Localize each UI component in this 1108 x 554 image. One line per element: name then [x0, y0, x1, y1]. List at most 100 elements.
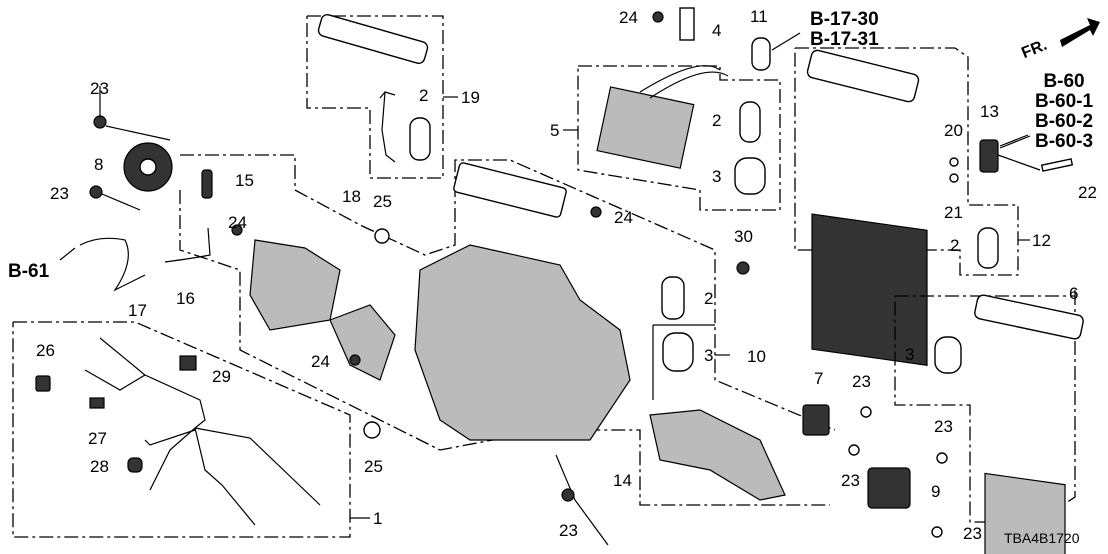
callout-23[interactable]: 23 [90, 79, 109, 98]
callout-24[interactable]: 24 [311, 352, 330, 371]
seal-2-box5 [739, 101, 761, 143]
seal-3-main [662, 332, 694, 372]
ref-b61[interactable]: B-61 [8, 261, 50, 282]
callout-3[interactable]: 3 [712, 167, 722, 186]
callout-7[interactable]: 7 [814, 369, 824, 388]
callout-2[interactable]: 2 [419, 86, 429, 105]
connector-28 [127, 457, 143, 473]
nut-30 [736, 261, 750, 275]
callout-9[interactable]: 9 [931, 482, 941, 501]
screw-23-upper [93, 115, 107, 129]
callout-19[interactable]: 19 [461, 88, 480, 107]
ref-b60-3[interactable]: B-60-3 [1035, 131, 1094, 152]
callout-22[interactable]: 22 [1078, 183, 1097, 202]
callout-25[interactable]: 25 [373, 192, 392, 211]
heater-pipes [639, 65, 729, 99]
bracket-4 [679, 7, 695, 41]
evaporator-core [811, 213, 928, 366]
callout-5[interactable]: 5 [550, 121, 560, 140]
callout-23[interactable]: 23 [841, 471, 860, 490]
seal-gasket-6 [974, 294, 1084, 340]
callout-23[interactable]: 23 [963, 524, 982, 543]
bolt-22 [1040, 158, 1074, 172]
screw-24-mid [231, 224, 243, 236]
group-19-outline [306, 15, 444, 179]
callout-21[interactable]: 21 [944, 203, 963, 222]
callout-30[interactable]: 30 [734, 227, 753, 246]
callout-29[interactable]: 29 [212, 367, 231, 386]
ref-b17-30[interactable]: B-17-30 [810, 9, 879, 30]
screw-24-top [652, 11, 664, 23]
oring-21 [949, 173, 959, 183]
drain-hose-16 [164, 227, 211, 263]
callout-8[interactable]: 8 [94, 155, 104, 174]
callout-14[interactable]: 14 [613, 471, 632, 490]
heater-core [596, 86, 695, 169]
callout-23[interactable]: 23 [852, 372, 871, 391]
group-1-outline [12, 321, 351, 538]
seal-11 [751, 37, 771, 71]
seal-2-in-19 [409, 117, 431, 161]
screw-23-lower [89, 185, 103, 199]
callout-16[interactable]: 16 [176, 289, 195, 308]
clip-29 [179, 355, 197, 371]
duct-upper [453, 162, 567, 218]
screw-23-a7-upper [860, 406, 872, 418]
screw-23-bottom-center [561, 488, 575, 502]
callout-11[interactable]: 11 [750, 7, 768, 26]
heater-core-6 [984, 472, 1066, 554]
actuator-9 [867, 467, 911, 509]
duct-floor [649, 409, 786, 501]
callout-18[interactable]: 18 [342, 187, 361, 206]
callout-3[interactable]: 3 [704, 346, 714, 365]
callout-2[interactable]: 2 [950, 236, 960, 255]
callout-12[interactable]: 12 [1032, 231, 1051, 250]
callout-24[interactable]: 24 [619, 8, 638, 27]
callout-13[interactable]: 13 [980, 102, 999, 121]
hvac-unit-main [414, 244, 631, 441]
ref-b17-31[interactable]: B-17-31 [810, 29, 879, 50]
callout-1[interactable]: 1 [373, 509, 383, 528]
callout-3[interactable]: 3 [905, 345, 915, 364]
callout-15[interactable]: 15 [235, 171, 254, 190]
wire-harness-1 [84, 337, 321, 526]
callout-27[interactable]: 27 [88, 429, 107, 448]
front-arrow-icon [1060, 18, 1100, 47]
screw-23-a7-lower [848, 444, 860, 456]
screw-23-a9-lower [931, 526, 943, 538]
sensor-15 [201, 169, 213, 199]
sensor-wire-19 [379, 91, 396, 163]
duct-left [249, 239, 341, 331]
actuator-7 [802, 404, 830, 436]
drain-pipe-14 [555, 454, 609, 546]
callout-20[interactable]: 20 [944, 121, 963, 140]
callout-24[interactable]: 24 [614, 208, 633, 227]
callout-6[interactable]: 6 [1069, 284, 1079, 303]
callout-24[interactable]: 24 [228, 213, 247, 232]
callout-2[interactable]: 2 [704, 289, 714, 308]
seal-2-main [661, 276, 685, 320]
callout-23[interactable]: 23 [50, 184, 69, 203]
callout-23[interactable]: 23 [934, 417, 953, 436]
connector-26 [35, 375, 51, 392]
duct-lower-middle [329, 304, 396, 381]
callout-17[interactable]: 17 [128, 301, 147, 320]
drain-hose-17 [79, 237, 146, 292]
callout-2[interactable]: 2 [712, 111, 722, 130]
ref-b60-1[interactable]: B-60-1 [1035, 91, 1094, 112]
callout-26[interactable]: 26 [36, 341, 55, 360]
grommet-25-bottom [363, 421, 381, 439]
ref-b17[interactable]: B-17-30 B-17-31 [810, 10, 879, 50]
ref-b60-2[interactable]: B-60-2 [1035, 111, 1094, 132]
callout-10[interactable]: 10 [747, 347, 766, 366]
callout-23[interactable]: 23 [559, 521, 578, 540]
grommet-25-top [374, 228, 390, 244]
ref-b60[interactable]: B-60 B-60-1 B-60-2 B-60-3 [1035, 72, 1093, 152]
callout-28[interactable]: 28 [90, 457, 109, 476]
screw-24-lower [349, 354, 361, 366]
callout-4[interactable]: 4 [712, 21, 722, 40]
ref-b60-0[interactable]: B-60 [1043, 71, 1085, 92]
diagram-code: TBA4B1720 [1004, 530, 1080, 546]
callout-25[interactable]: 25 [364, 457, 383, 476]
